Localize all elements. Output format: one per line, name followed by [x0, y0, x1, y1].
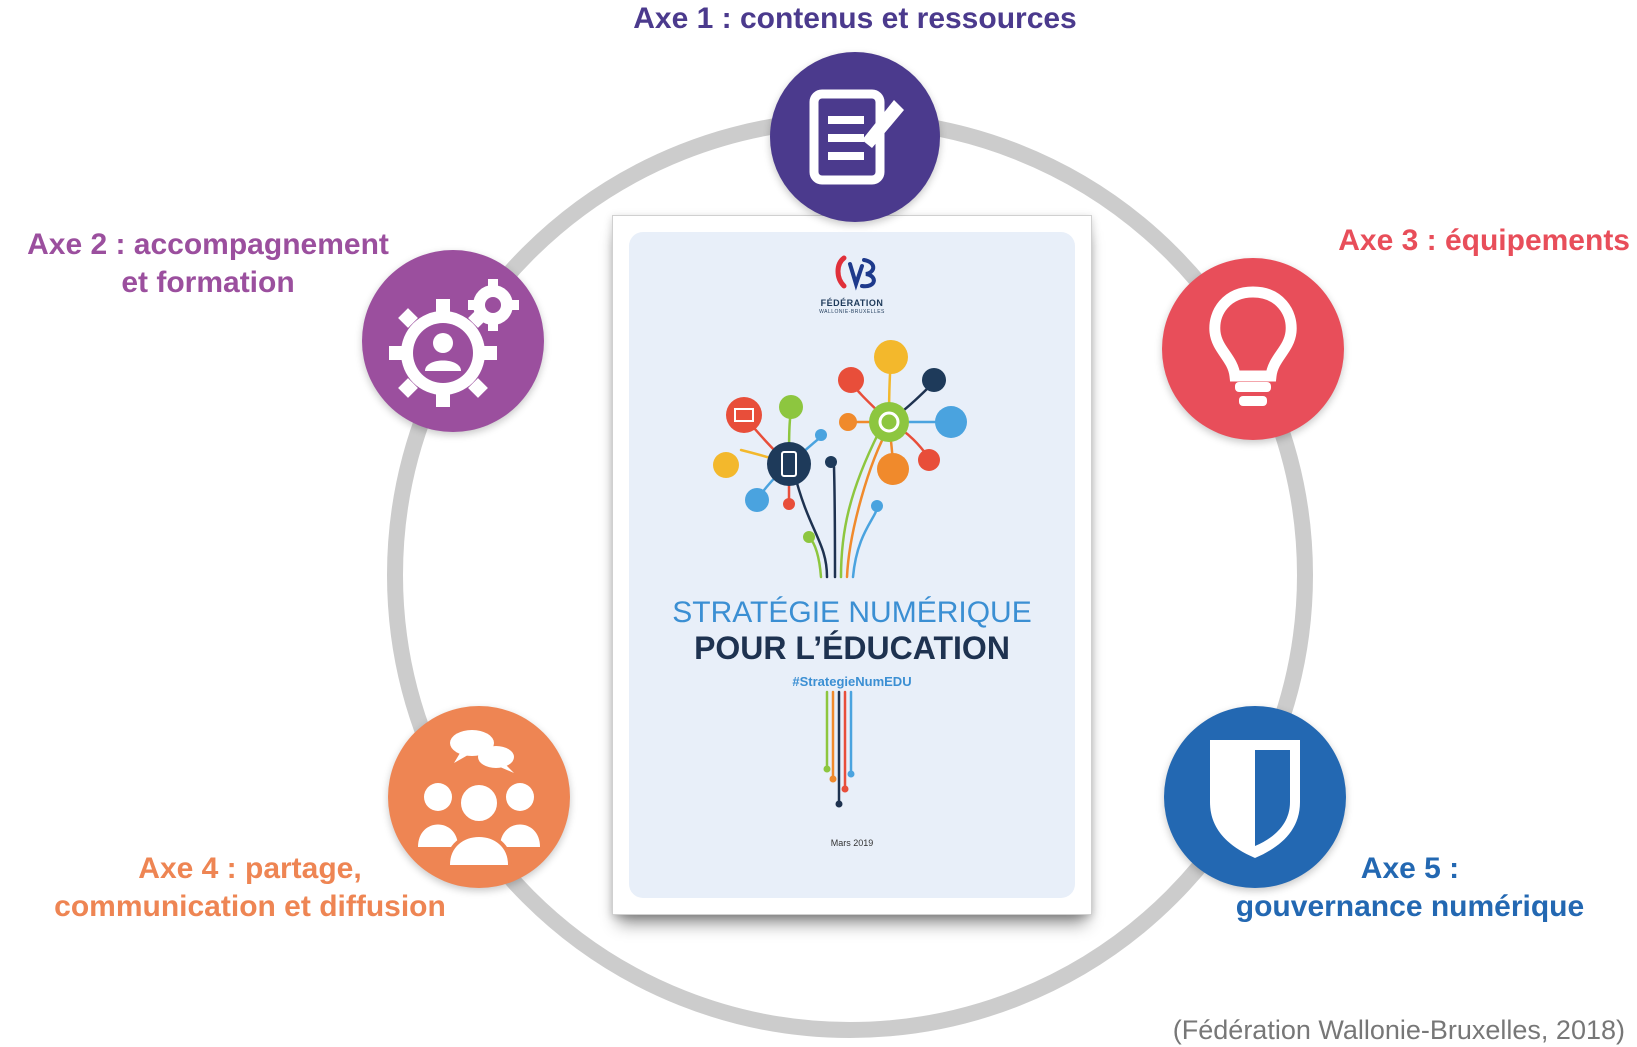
axe3-label-line1: Axe 3 : équipements — [1338, 224, 1630, 257]
axe3-node — [1162, 258, 1344, 440]
source-credit: (Fédération Wallonie-Bruxelles, 2018) — [1172, 1015, 1625, 1045]
axe5-label-line2: gouvernance numérique — [1235, 890, 1585, 923]
axe4-label-line1: Axe 4 : partage, — [138, 852, 362, 885]
network-tree-illustration — [713, 340, 967, 808]
cover-title-line2: POUR L’ÉDUCATION — [694, 630, 1010, 666]
axe4-label-line2: communication et diffusion — [54, 890, 446, 923]
axe4-node — [388, 706, 570, 888]
axe2-label-line1: Axe 2 : accompagnement — [27, 228, 389, 261]
axe2-label: Axe 2 : accompagnement et formation — [8, 226, 408, 302]
fwb-logo-icon — [835, 255, 876, 291]
cover-date: Mars 2019 — [830, 838, 874, 848]
logo-text-line1: FÉDÉRATION — [820, 298, 884, 308]
axe2-label-line2: et formation — [121, 266, 295, 299]
gears-user-icon — [389, 279, 519, 407]
axe2-node — [362, 250, 544, 432]
cover-title-line1: STRATÉGIE NUMÉRIQUE — [672, 596, 1032, 629]
axe5-label: Axe 5 : gouvernance numérique — [1210, 850, 1610, 926]
axe1-node — [770, 52, 940, 222]
strategy-cover: FÉDÉRATION WALLONIE-BRUXELLES — [612, 215, 1092, 915]
group-chat-icon — [418, 730, 540, 866]
axe5-node — [1164, 706, 1346, 888]
shield-icon — [1210, 740, 1300, 858]
cover-hashtag: #StrategieNumEDU — [792, 674, 912, 689]
axe3-label: Axe 3 : équipements — [1312, 222, 1630, 260]
axe5-label-line1: Axe 5 : — [1360, 852, 1460, 885]
document-edit-icon — [809, 89, 904, 185]
axe1-label: Axe 1 : contenus et ressources — [620, 0, 1090, 38]
lightbulb-icon — [1209, 286, 1297, 406]
axe1-label-line1: Axe 1 : contenus et ressources — [633, 2, 1077, 35]
cover-panel: FÉDÉRATION WALLONIE-BRUXELLES — [629, 232, 1075, 898]
logo-text-line2: WALLONIE-BRUXELLES — [819, 309, 885, 315]
axe4-label: Axe 4 : partage, communication et diffus… — [20, 850, 480, 926]
